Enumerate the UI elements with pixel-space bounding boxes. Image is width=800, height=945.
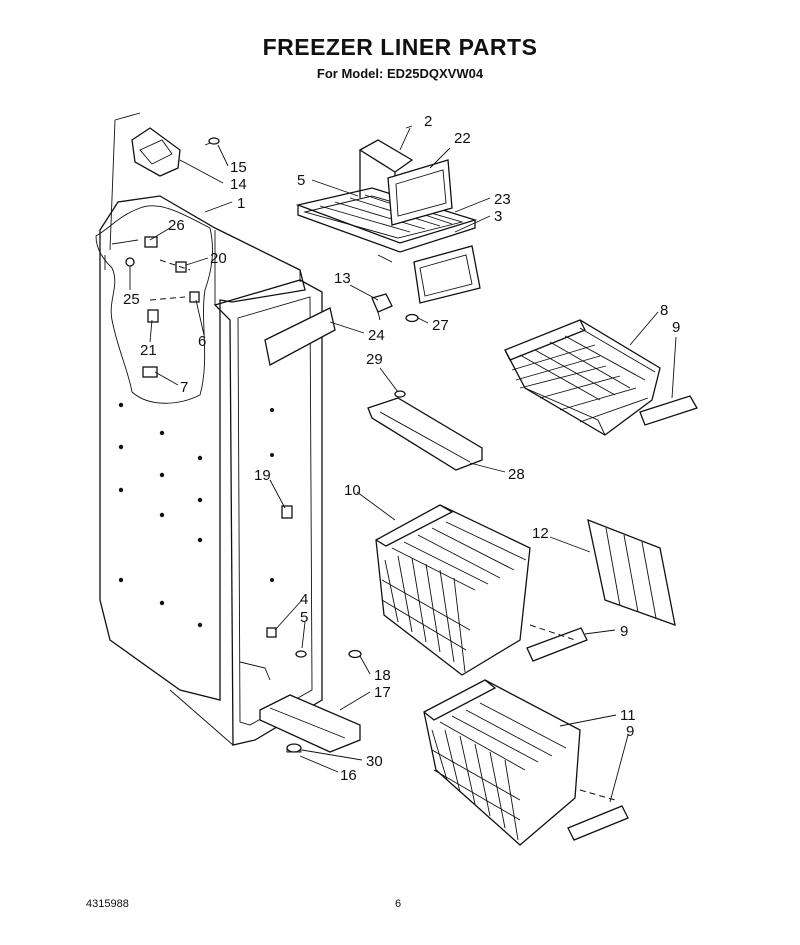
- callout-21: 21: [140, 342, 157, 359]
- basket-8-drawing: [504, 319, 698, 436]
- panel-24-drawing: [264, 307, 336, 366]
- callout-5-lower: 5: [300, 609, 308, 626]
- callout-1: 1: [237, 195, 245, 212]
- callout-22: 22: [454, 130, 471, 147]
- callout-28: 28: [508, 466, 525, 483]
- callout-11: 11: [620, 707, 636, 724]
- model-subtitle: For Model: ED25DQXVW04: [316, 66, 484, 81]
- callout-labels: 2 22 5 23 3 15 14 1 26 20 25 6 21 7 13 2…: [123, 113, 680, 784]
- callout-9-lower: 9: [626, 723, 634, 740]
- callout-29: 29: [366, 351, 383, 368]
- callout-2: 2: [424, 113, 432, 130]
- callout-5: 5: [297, 172, 305, 189]
- callout-3: 3: [494, 208, 502, 225]
- callout-25: 25: [123, 291, 140, 308]
- callout-8: 8: [660, 302, 668, 319]
- callout-16: 16: [340, 767, 357, 784]
- callout-15: 15: [230, 159, 247, 176]
- callout-13: 13: [334, 270, 351, 287]
- callout-24: 24: [368, 327, 385, 344]
- callout-26: 26: [168, 217, 185, 234]
- divider-12-drawing: [587, 518, 676, 626]
- hinge-bracket-drawing: [109, 112, 220, 251]
- callout-27: 27: [432, 317, 449, 334]
- page-title: FREEZER LINER PARTS: [262, 34, 538, 60]
- leader-lines: [129, 125, 677, 803]
- freezer-liner-drawing: [95, 195, 323, 746]
- callout-6: 6: [198, 333, 206, 350]
- callout-7: 7: [180, 379, 188, 396]
- callout-9-middle: 9: [620, 623, 628, 640]
- callout-9-upper: 9: [672, 319, 680, 336]
- callout-19: 19: [254, 467, 271, 484]
- callout-10: 10: [344, 482, 361, 499]
- callout-18: 18: [374, 667, 391, 684]
- callout-14: 14: [230, 176, 247, 193]
- callout-23: 23: [494, 191, 511, 208]
- callout-12: 12: [532, 525, 549, 542]
- bracket-13-drawing: [371, 293, 419, 323]
- document-number: 4315988: [86, 898, 129, 910]
- basket-11-drawing: [423, 679, 629, 846]
- callout-20: 20: [210, 250, 227, 267]
- rail-28-drawing: [367, 390, 483, 471]
- page-number: 6: [395, 898, 402, 910]
- shelf-assembly-drawing: [295, 139, 481, 304]
- lower-parts-drawing: [259, 649, 362, 753]
- callout-17: 17: [374, 684, 391, 701]
- basket-10-drawing: [375, 504, 588, 676]
- callout-30: 30: [366, 753, 383, 770]
- callout-4: 4: [300, 591, 308, 608]
